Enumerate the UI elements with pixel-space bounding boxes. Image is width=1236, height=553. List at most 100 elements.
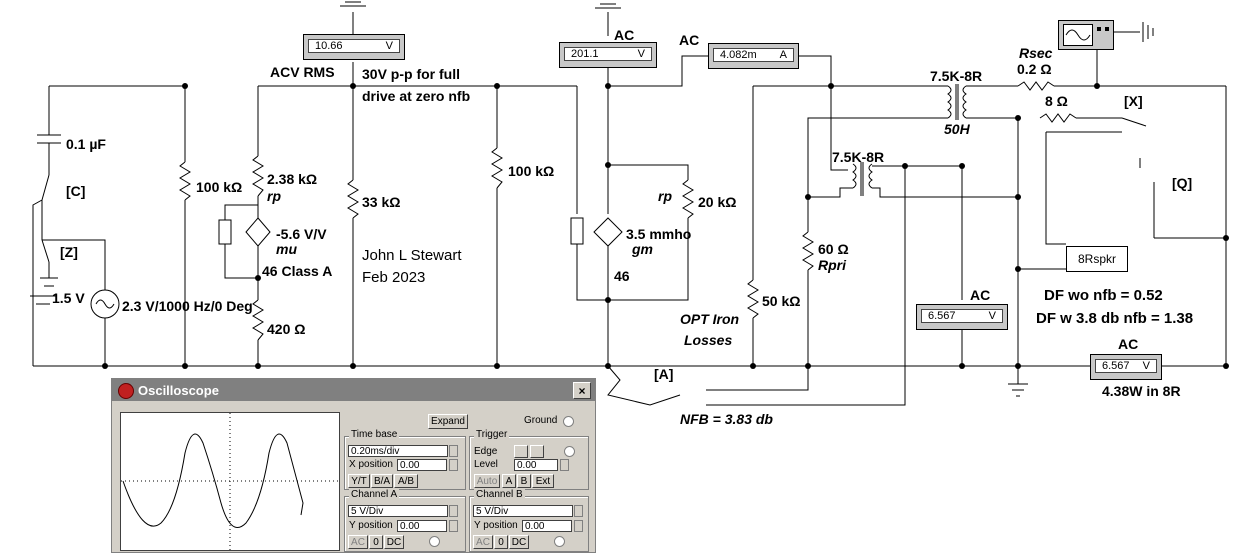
channel-a-ypos-label: Y position — [349, 520, 393, 531]
channel-a-dc-button[interactable]: DC — [384, 535, 404, 549]
mu-label: mu — [276, 241, 297, 257]
rpri-label: Rpri — [818, 257, 846, 273]
power-label: 4.38W in 8R — [1102, 383, 1181, 399]
xpos-label: X position — [349, 459, 393, 470]
r100b-label: 100 kΩ — [508, 163, 555, 179]
nfb-label: NFB = 3.83 db — [680, 411, 773, 427]
trigger-b-button[interactable]: B — [517, 474, 531, 488]
r60-label: 60 Ω — [818, 241, 849, 257]
trigger-group: Trigger Edge Level 0.00 Auto A B Ext — [469, 429, 589, 490]
channel-a-group: Channel A 5 V/Div Y position 0.00 AC 0 D… — [344, 489, 466, 552]
channel-b-zero-button[interactable]: 0 — [494, 535, 508, 549]
channel-b-dc-button[interactable]: DC — [509, 535, 529, 549]
ac-grid-meter-unit: V — [637, 48, 645, 60]
close-button[interactable]: × — [573, 382, 591, 399]
channel-a-scale-spinner[interactable] — [449, 505, 458, 517]
acv-meter[interactable]: 10.66 V — [303, 34, 405, 60]
channel-b-terminal[interactable] — [554, 536, 565, 547]
level-field[interactable]: 0.00 — [514, 459, 558, 471]
acv-rms-label: ACV RMS — [270, 64, 335, 80]
r20-label: 20 kΩ — [698, 194, 737, 210]
ba-button[interactable]: B/A — [371, 474, 393, 488]
author-label: John L Stewart — [362, 247, 462, 264]
drive-note-line1: 30V p-p for full — [362, 66, 460, 82]
source-label: 2.3 V/1000 Hz/0 Deg — [122, 298, 253, 314]
timebase-field[interactable]: 0.20ms/div — [348, 445, 448, 457]
auto-button[interactable]: Auto — [474, 474, 500, 488]
switch-q-label: [Q] — [1172, 175, 1193, 191]
tube46-label: 46 — [614, 268, 630, 284]
trigger-a-button[interactable]: A — [502, 474, 516, 488]
channel-b-group: Channel B 5 V/Div Y position 0.00 AC 0 D… — [469, 489, 589, 552]
channel-b-ac-button[interactable]: AC — [473, 535, 493, 549]
channel-a-title: Channel A — [349, 489, 400, 500]
ac-out-meter-value: 6.567 — [1102, 360, 1130, 372]
ground-terminal[interactable] — [563, 416, 574, 427]
edge-falling-button[interactable] — [514, 445, 528, 458]
opt-top-label: 7.5K-8R — [930, 68, 983, 84]
trigger-ext-button[interactable]: Ext — [532, 474, 554, 488]
rp1-label: rp — [267, 188, 281, 204]
speaker-box: 8Rspkr — [1066, 246, 1128, 272]
trigger-title: Trigger — [474, 429, 510, 440]
r8-label: 8 Ω — [1045, 93, 1068, 109]
channel-a-zero-button[interactable]: 0 — [369, 535, 383, 549]
oscilloscope-window[interactable]: Oscilloscope × Expand Ground Time base 0… — [111, 378, 596, 553]
level-spinner[interactable] — [560, 459, 569, 471]
ac-right-label: AC — [1118, 336, 1139, 352]
timebase-group: Time base 0.20ms/div X position 0.00 Y/T… — [344, 429, 466, 490]
channel-b-ypos-label: Y position — [474, 520, 518, 531]
xpos-field[interactable]: 0.00 — [397, 459, 447, 471]
channel-b-ypos-spinner[interactable] — [574, 520, 583, 532]
xpos-spinner[interactable] — [449, 459, 458, 471]
ac-mid-meter-value: 6.567 — [928, 310, 956, 322]
ab-button[interactable]: A/B — [394, 474, 418, 488]
rsec-value: 0.2 Ω — [1017, 61, 1052, 77]
channel-a-terminal[interactable] — [429, 536, 440, 547]
ac-current-meter-unit: A — [779, 49, 787, 61]
yt-button[interactable]: Y/T — [348, 474, 370, 488]
ac-top2-label: AC — [679, 32, 700, 48]
scope-screen-icon — [1063, 24, 1093, 46]
rp2-label: rp — [658, 188, 672, 204]
switch-a-label: [A] — [654, 366, 674, 382]
scope-instrument-icon[interactable] — [1058, 20, 1114, 50]
channel-a-scale-field[interactable]: 5 V/Div — [348, 505, 448, 517]
channel-a-ac-button[interactable]: AC — [348, 535, 368, 549]
acv-meter-value: 10.66 — [315, 40, 343, 52]
r420-label: 420 Ω — [267, 321, 306, 337]
gm-value-label: 3.5 mmho — [626, 226, 692, 242]
channel-b-ypos-field[interactable]: 0.00 — [522, 520, 572, 532]
channel-b-scale-field[interactable]: 5 V/Div — [473, 505, 573, 517]
opt-top-inductance: 50H — [944, 121, 970, 137]
timebase-title: Time base — [349, 429, 400, 440]
rsec-label: Rsec — [1019, 45, 1053, 61]
switch-z-label: [Z] — [60, 244, 78, 260]
timebase-spinner[interactable] — [449, 445, 458, 457]
opt-mid-label: 7.5K-8R — [832, 149, 885, 165]
acv-meter-unit: V — [385, 40, 393, 52]
r50k-label: 50 kΩ — [762, 293, 801, 309]
oscilloscope-title-bar[interactable]: Oscilloscope × — [112, 379, 595, 401]
oscilloscope-title: Oscilloscope — [138, 382, 219, 398]
channel-b-scale-spinner[interactable] — [574, 505, 583, 517]
r100a-label: 100 kΩ — [196, 179, 243, 195]
channel-a-ypos-spinner[interactable] — [449, 520, 458, 532]
cap-c-label: 0.1 µF — [66, 136, 106, 152]
oscilloscope-app-icon — [118, 383, 134, 399]
channel-a-ypos-field[interactable]: 0.00 — [397, 520, 447, 532]
gm-label: gm — [632, 241, 653, 257]
expand-button[interactable]: Expand — [428, 414, 468, 429]
mu-gain-label: -5.6 V/V — [276, 226, 327, 242]
trigger-terminal[interactable] — [564, 446, 575, 457]
r33-label: 33 kΩ — [362, 194, 401, 210]
date-label: Feb 2023 — [362, 269, 426, 286]
edge-rising-button[interactable] — [530, 445, 544, 458]
df-without-nfb: DF wo nfb = 0.52 — [1044, 287, 1163, 304]
